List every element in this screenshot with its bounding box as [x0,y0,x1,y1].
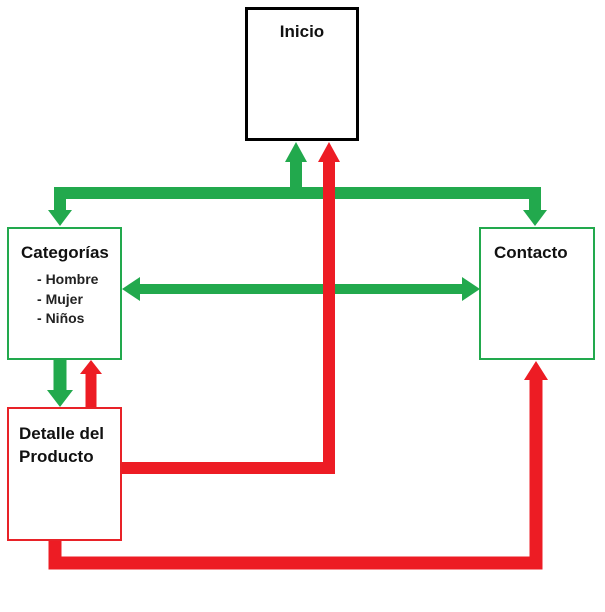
node-detalle-title-line2: Producto [19,447,94,466]
node-inicio: Inicio [245,7,359,141]
node-inicio-title: Inicio [279,22,325,41]
node-detalle-title-line1: Detalle del [19,424,105,443]
categorias-item-ninos: Niños [37,309,120,329]
edge-categorias-to-detalle [47,360,73,407]
node-categorias-title: Categorías [21,243,109,262]
connector-horizontal-green [54,187,541,212]
categorias-list: Hombre Mujer Niños [21,270,120,329]
edge-detalle-to-contacto [48,361,548,570]
node-detalle-producto: Detalle del Producto [7,407,122,541]
connector-detalle-inicio-red [122,160,335,474]
connector-detalle-contacto-red [48,378,543,570]
categorias-item-mujer: Mujer [37,290,120,310]
node-categorias: Categorías Hombre Mujer Niños [7,227,122,360]
edge-detalle-to-inicio [122,142,340,474]
arrowhead-down-categorias-green [48,210,72,226]
node-contacto: Contacto [479,227,595,360]
categorias-item-hombre: Hombre [37,270,120,290]
arrowhead-up-inicio-green [285,142,307,162]
arrowhead-down-contacto-green [523,210,547,226]
arrowhead-left-categorias-green [122,277,140,301]
edge-detalle-to-categorias [80,360,102,407]
arrowhead-up-contacto-red [524,361,548,380]
arrowhead-down-detalle-green [47,390,73,407]
node-contacto-title: Contacto [494,243,568,262]
arrowhead-up-inicio-red [318,142,340,162]
arrowhead-right-contacto-green [462,277,480,301]
arrowhead-up-categorias-red [80,360,102,374]
edge-categorias-contacto [122,277,480,301]
edge-inicio-to-sections [48,142,547,226]
